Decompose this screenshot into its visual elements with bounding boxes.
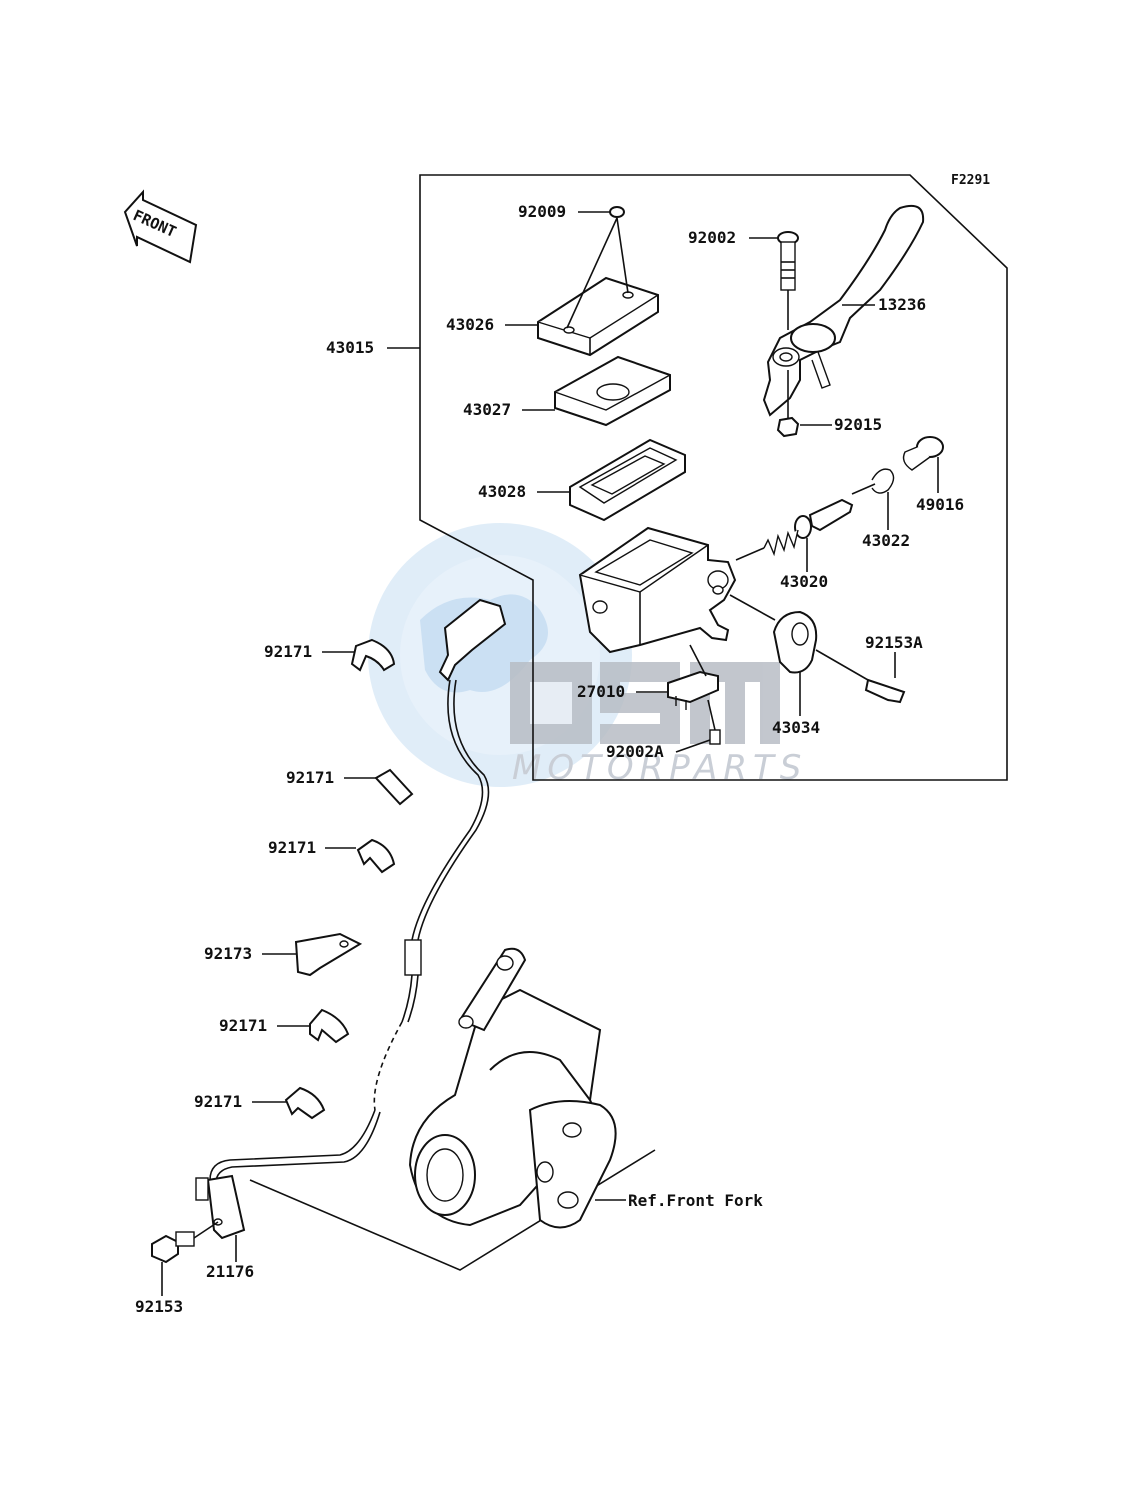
callout-92171-b: 92171	[286, 768, 334, 787]
front-fork	[249, 947, 656, 1271]
callout-92002A: 92002A	[606, 742, 664, 761]
boot-49016	[902, 436, 944, 471]
callout-21176: 21176	[206, 1262, 254, 1281]
clamp-92171-b	[374, 768, 414, 806]
callout-92009: 92009	[518, 202, 566, 221]
clamp-92171-a	[350, 638, 396, 672]
callout-43022: 43022	[862, 531, 910, 550]
pivot-bolt	[777, 231, 799, 420]
circlip-43022	[851, 468, 895, 495]
callout-92002: 92002	[688, 228, 736, 247]
callout-49016: 49016	[916, 495, 964, 514]
clamp-92171-d	[309, 1008, 350, 1044]
clamp-92171-c	[356, 838, 396, 874]
front-direction-arrow: FRONT	[123, 189, 198, 264]
reservoir-cap	[537, 276, 659, 357]
callout-92171-d: 92171	[219, 1016, 267, 1035]
callout-43028: 43028	[478, 482, 526, 501]
callout-92171-a: 92171	[264, 642, 312, 661]
piston-assembly	[735, 498, 854, 561]
callout-27010: 27010	[577, 682, 625, 701]
callout-92015: 92015	[834, 415, 882, 434]
callout-92171-c: 92171	[268, 838, 316, 857]
assembly-outline	[419, 174, 1008, 781]
watermark: MOTORPARTS	[368, 523, 807, 788]
callout-13236: 13236	[878, 295, 926, 314]
clamp-92171-e	[284, 1086, 326, 1120]
callout-92171-e: 92171	[194, 1092, 242, 1111]
watermark-subtitle: MOTORPARTS	[512, 748, 807, 788]
bolt-92153A	[815, 649, 906, 704]
callout-92153: 92153	[135, 1297, 183, 1316]
callout-92173: 92173	[204, 944, 252, 963]
brake-lever	[762, 204, 925, 417]
screw-92002A	[707, 699, 721, 745]
brake-hose	[209, 598, 507, 1184]
watermark-logo-icon	[510, 662, 780, 744]
callout-43034: 43034	[772, 718, 820, 737]
callout-92153A: 92153A	[865, 633, 923, 652]
diaphragm-plate	[554, 355, 671, 427]
callout-ref-front-fork: Ref.Front Fork	[628, 1191, 763, 1210]
bolt-92153	[151, 1221, 219, 1264]
holder-43034	[729, 594, 818, 674]
nut-92015	[776, 416, 800, 438]
callout-43020: 43020	[780, 572, 828, 591]
callout-43015: 43015	[326, 338, 374, 357]
brake-switch	[667, 644, 719, 710]
clamp-92173	[294, 932, 363, 977]
figure-code: F2291	[951, 173, 990, 188]
callout-43026: 43026	[446, 315, 494, 334]
leader-lines	[161, 211, 939, 1296]
master-cylinder-body	[578, 526, 737, 654]
hose-bracket	[195, 1174, 246, 1240]
callout-43027: 43027	[463, 400, 511, 419]
callout-labels: 92009 92002 13236 43026 43015 43027 9201…	[135, 202, 964, 1316]
diaphragm	[569, 438, 686, 522]
